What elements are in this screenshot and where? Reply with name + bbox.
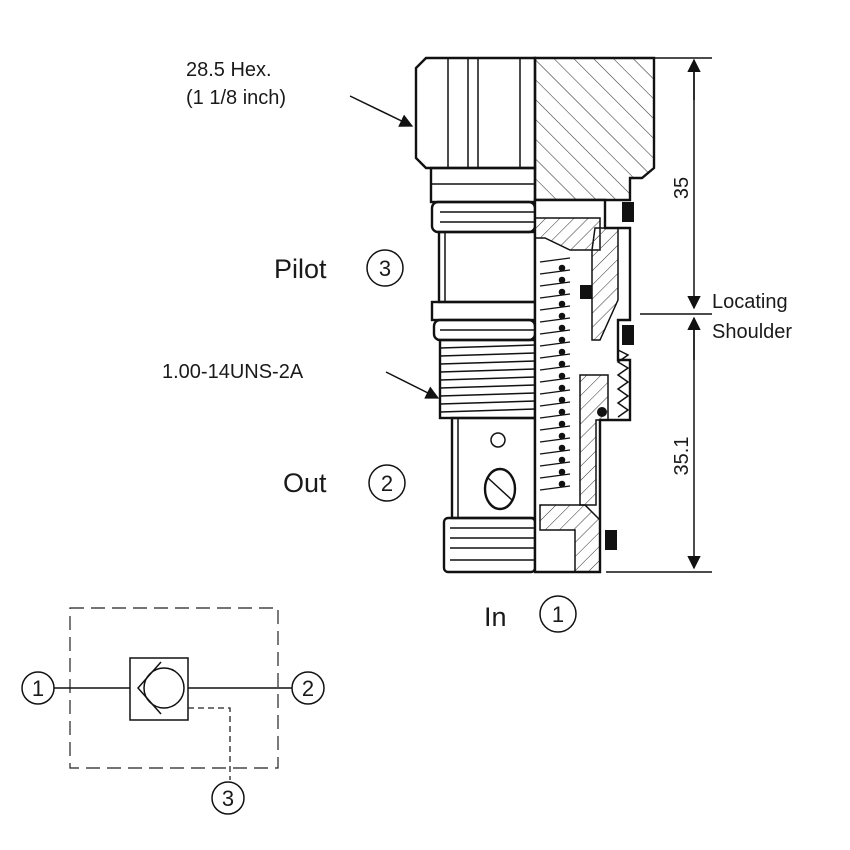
port-in-name: In <box>484 602 507 632</box>
check-valve-box <box>129 657 189 721</box>
dimension-lines: 35 35.1 <box>606 57 712 573</box>
port-out-name: Out <box>283 468 327 498</box>
symbol-port-left: 1 <box>32 676 44 701</box>
port-in-number: 1 <box>552 602 564 627</box>
spring-coils <box>558 264 566 488</box>
symbol-port-right: 2 <box>302 676 314 701</box>
port-out-number: 2 <box>381 471 393 496</box>
symbol-port-bottom: 3 <box>222 786 234 811</box>
dimension-lower: 35.1 <box>671 437 693 476</box>
cartridge-section <box>533 56 656 574</box>
check-valve-ball <box>143 667 185 709</box>
dimension-upper: 35 <box>671 177 693 199</box>
hydraulic-symbol: 1 2 3 <box>21 607 325 815</box>
hex-callout: 28.5 Hex. (1 1/8 inch) <box>186 59 414 127</box>
hex-nut <box>414 56 537 170</box>
thread-spec-label: 1.00-14UNS-2A <box>162 361 304 383</box>
port-pilot-name: Pilot <box>274 254 327 284</box>
shoulder-label: Shoulder <box>712 321 792 343</box>
port-in: In 1 <box>484 595 577 633</box>
thread-section <box>438 338 537 420</box>
port-pilot-number: 3 <box>379 256 391 281</box>
port-out: Out 2 <box>283 464 406 502</box>
hex-size-inch-label: (1 1/8 inch) <box>186 87 286 109</box>
locating-shoulder-callout: Locating Shoulder <box>712 291 792 343</box>
hex-size-label: 28.5 Hex. <box>186 59 272 81</box>
cartridge-exterior <box>414 56 537 574</box>
port-pilot: Pilot 3 <box>274 249 404 287</box>
thread-callout: 1.00-14UNS-2A <box>162 361 440 399</box>
spring <box>539 257 571 491</box>
locating-label: Locating <box>712 291 788 313</box>
